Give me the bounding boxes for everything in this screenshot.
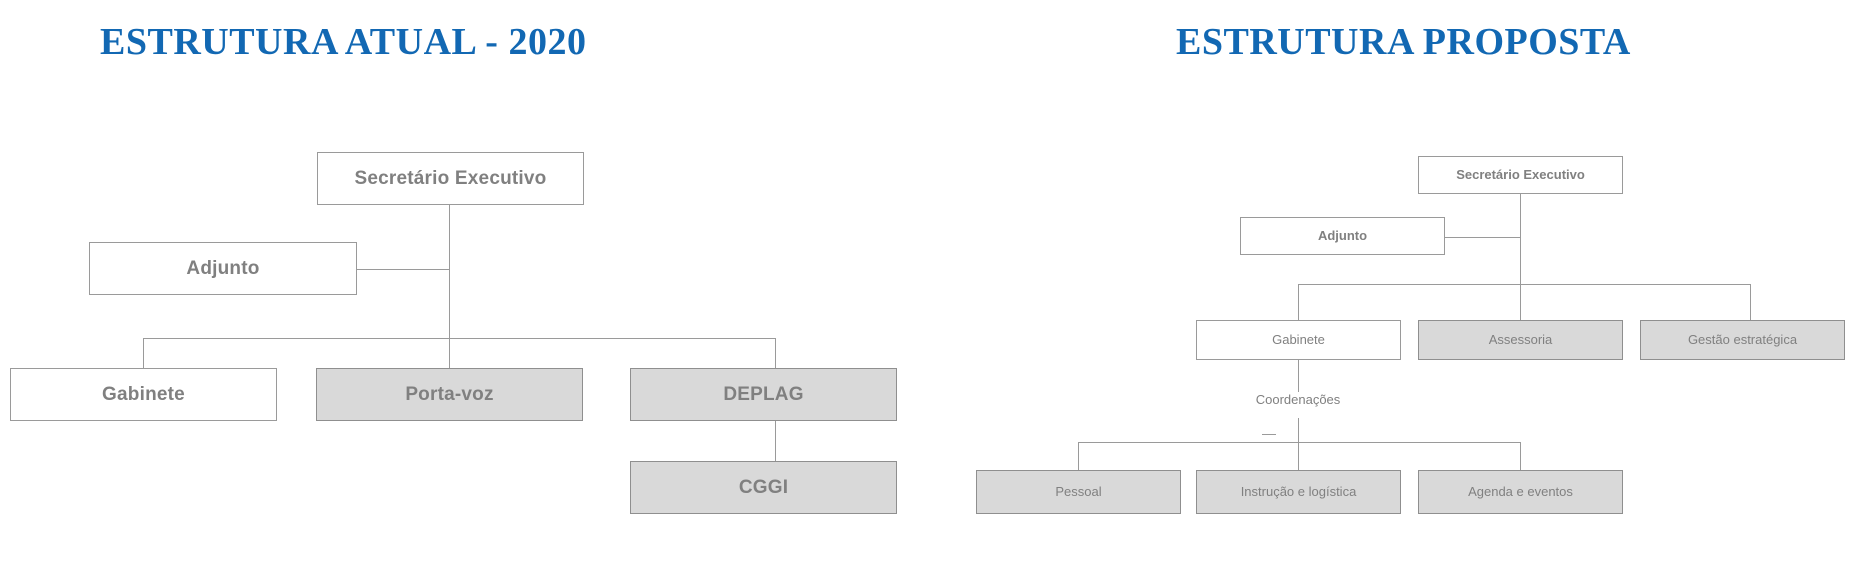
connector-drop-gabinete-prop <box>1298 284 1299 320</box>
node-gabinete-proposta[interactable]: Gabinete <box>1196 320 1401 360</box>
connector-tick-marker <box>1262 434 1276 435</box>
node-assessoria-proposta[interactable]: Assessoria <box>1418 320 1623 360</box>
connector-level3-bar <box>1078 442 1520 443</box>
connector-coordenacoes-to-bar <box>1298 418 1299 442</box>
label-coordenacoes: Coordenações <box>1255 392 1341 407</box>
node-pessoal-proposta[interactable]: Pessoal <box>976 470 1181 514</box>
connector-drop-pessoal <box>1078 442 1079 470</box>
node-porta-voz-atual[interactable]: Porta-voz <box>316 368 583 421</box>
connector-drop-assessoria <box>1520 284 1521 320</box>
connector-secretario-spine <box>449 205 450 338</box>
chart-title-estrutura-proposta: ESTRUTURA PROPOSTA <box>1176 21 1631 63</box>
node-gabinete-atual[interactable]: Gabinete <box>10 368 277 421</box>
connector-drop-deplag <box>775 338 776 368</box>
connector-drop-gestao <box>1750 284 1751 320</box>
connector-secretario-spine-prop <box>1520 194 1521 284</box>
connector-adjunto-stub <box>357 269 450 270</box>
connector-deplag-cggi <box>775 408 776 461</box>
connector-children-bar <box>143 338 775 339</box>
node-adjunto-proposta[interactable]: Adjunto <box>1240 217 1445 255</box>
node-deplag-atual[interactable]: DEPLAG <box>630 368 897 421</box>
chart-title-estrutura-atual: ESTRUTURA ATUAL - 2020 <box>100 21 587 63</box>
connector-level2-bar <box>1298 284 1750 285</box>
node-gestao-estrategica-proposta[interactable]: Gestão estratégica <box>1640 320 1845 360</box>
node-instrucao-logistica-proposta[interactable]: Instrução e logística <box>1196 470 1401 514</box>
connector-gabinete-to-coordenacoes <box>1298 360 1299 392</box>
connector-drop-gabinete <box>143 338 144 368</box>
node-cggi-atual[interactable]: CGGI <box>630 461 897 514</box>
node-agenda-eventos-proposta[interactable]: Agenda e eventos <box>1418 470 1623 514</box>
node-adjunto-atual[interactable]: Adjunto <box>89 242 357 295</box>
connector-adjunto-stub-prop <box>1445 237 1521 238</box>
connector-drop-instrucao <box>1298 442 1299 470</box>
connector-drop-agenda <box>1520 442 1521 470</box>
connector-drop-porta-voz <box>449 338 450 368</box>
node-secretario-executivo-atual[interactable]: Secretário Executivo <box>317 152 584 205</box>
node-secretario-executivo-proposta[interactable]: Secretário Executivo <box>1418 156 1623 194</box>
